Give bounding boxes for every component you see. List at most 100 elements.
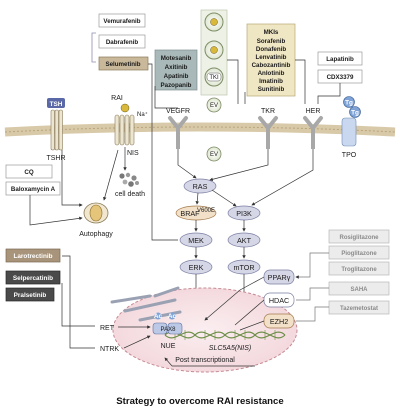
troglitazone-label: Troglitazone: [341, 267, 377, 273]
autophagy-label: Autophagy: [79, 231, 113, 238]
her-receptor: HER: [303, 108, 323, 149]
tsh-label: TSH: [50, 101, 63, 108]
tkr-receptor: TKR: [258, 108, 278, 149]
selpercatinib-label: Selpercatinib: [13, 275, 53, 282]
saha-box: [328, 281, 390, 296]
tazemetostat-box: [328, 300, 390, 315]
motesanib-label: Motesanib: [161, 55, 192, 62]
her-inhibitor-group: Lapatinib CDX3379: [317, 51, 363, 84]
ac-label-2: Ac: [168, 313, 177, 320]
tazemetostat-label: Tazemetostat: [340, 306, 378, 312]
vegfr-inhibitor-box: [154, 49, 198, 91]
epigenetic-group: PPARγ HDAC EZH2 Rosiglitazone Pioglitazo…: [204, 229, 390, 331]
braf-inhibitor-group: Vemurafenib Dabrafenib Selumetinib: [91, 13, 149, 71]
ac-label-1: Ac: [154, 313, 163, 320]
ezh2-label: EZH2: [270, 317, 288, 326]
inhibitor-lines: [148, 59, 341, 241]
pralsetinib-label: Pralsetinib: [14, 292, 47, 299]
tshr-receptor: TSH TSHR: [46, 98, 66, 162]
donafenib-label: Donafenib: [256, 46, 286, 53]
selumetinib-box: [98, 56, 149, 71]
tpo-protein: [341, 117, 357, 147]
pioglitazone-box: [328, 245, 390, 260]
vegfr-receptor: VEGFR: [166, 108, 190, 149]
pazopanib-label: Pazopanib: [161, 82, 192, 89]
lenvatinib-label: Lenvatinib: [256, 54, 287, 61]
tpo-group: Tg Tg TPO: [341, 96, 361, 159]
pralsetinib-box: [5, 287, 55, 302]
troglitazone-box: [328, 261, 390, 276]
vemurafenib-label: Vemurafenib: [103, 18, 140, 25]
vegfr-inhibitor-group: Motesanib Axitinib Apatinib Pazopanib: [154, 49, 198, 91]
erk-label: ERK: [189, 263, 204, 272]
nis-arrows: [29, 147, 127, 226]
ras-node: [183, 178, 217, 194]
ntrk-label: NTRK: [100, 346, 119, 353]
sorafenib-label: Sorafenib: [257, 38, 286, 45]
ret-ntrk-group: Larotrectinib Selpercatinib Pralsetinib …: [5, 248, 151, 353]
apatinib-label: Apatinib: [164, 73, 189, 80]
autophagy-organelle: Autophagy: [79, 202, 113, 238]
tsh-ligand: [47, 98, 65, 108]
ras-label: RAS: [193, 182, 208, 191]
selumetinib-label: Selumetinib: [105, 61, 140, 68]
rosiglitazone-box: [328, 229, 390, 244]
cell-membrane: [4, 122, 396, 137]
figure-title: Strategy to overcome RAI resistance: [116, 396, 283, 407]
mek-label: MEK: [188, 236, 204, 245]
post-transcriptional-label: Post transcriptional: [175, 357, 235, 364]
ev-label-bottom: EV: [210, 152, 218, 158]
tki-label: TKI: [209, 75, 219, 81]
cell-death-label: cell death: [115, 191, 145, 198]
tg-label-2: Tg: [351, 110, 359, 117]
rai-label: RAI: [111, 95, 123, 102]
ev-column: TKI EV EV: [200, 9, 228, 162]
baloxamycin-box: [5, 181, 61, 196]
tg-label-1: Tg: [345, 100, 353, 107]
ev-top-membrane: [206, 97, 222, 113]
larotrectinib-box: [5, 248, 61, 263]
tpo-label: TPO: [342, 152, 357, 159]
braf-label: BRAF: [180, 209, 200, 218]
mki-box: [246, 23, 296, 97]
pax8-label: PAX8: [161, 327, 177, 333]
cabozantinib-label: Cabozantinib: [252, 62, 291, 69]
baloxamycin-label: Baloxamycin A: [11, 186, 56, 193]
sunitinib-label: Sunitinib: [258, 86, 285, 93]
nucleus: PAX8 Ac Ac NUE SLC5A5(NIS) Post transcri…: [110, 286, 298, 373]
gene-label: SLC5A5(NIS): [209, 345, 251, 352]
signaling-pathway: RAS BRAF V600E PI3K MEK AKT ERK mTOR: [175, 178, 261, 275]
pi3k-label: PI3K: [236, 209, 252, 218]
mtor-label: mTOR: [233, 263, 254, 272]
vegfr-label: VEGFR: [166, 108, 190, 115]
saha-label: SAHA: [350, 287, 368, 293]
her-label: HER: [306, 108, 321, 115]
mki-group: MKIs Sorafenib Donafenib Lenvatinib Cabo…: [246, 23, 296, 97]
larotrectinib-label: Larotrectinib: [13, 253, 52, 260]
hdac-label: HDAC: [269, 296, 289, 305]
tg-molecule-1: [343, 96, 355, 108]
cdx3379-label: CDX3379: [327, 74, 354, 81]
na-label: Na⁺: [137, 111, 148, 118]
pax8-complex: PAX8 Ac Ac: [152, 312, 183, 335]
tshr-label: TSHR: [46, 155, 65, 162]
tkr-label: TKR: [261, 108, 275, 115]
dna-strand: [164, 330, 286, 340]
cell-death-group: cell death: [115, 172, 145, 198]
ppar-label: PPARγ: [268, 273, 291, 282]
dabrafenib-box: [98, 34, 146, 49]
mki-title: MKIs: [264, 29, 279, 36]
akt-label: AKT: [237, 236, 252, 245]
cq-box: [5, 164, 53, 179]
nis-transporter: RAI Na⁺ NIS: [111, 95, 148, 157]
dabrafenib-label: Dabrafenib: [106, 39, 139, 46]
lapatinib-label: Lapatinib: [326, 56, 354, 63]
ev-label-top: EV: [210, 103, 218, 109]
braf-sup-label: V600E: [197, 208, 215, 214]
lapatinib-box: [317, 51, 363, 66]
ev-bottom: [206, 146, 222, 162]
vemurafenib-box: [98, 13, 146, 28]
ret-label: RET: [100, 325, 115, 332]
axitinib-label: Axitinib: [165, 64, 188, 71]
